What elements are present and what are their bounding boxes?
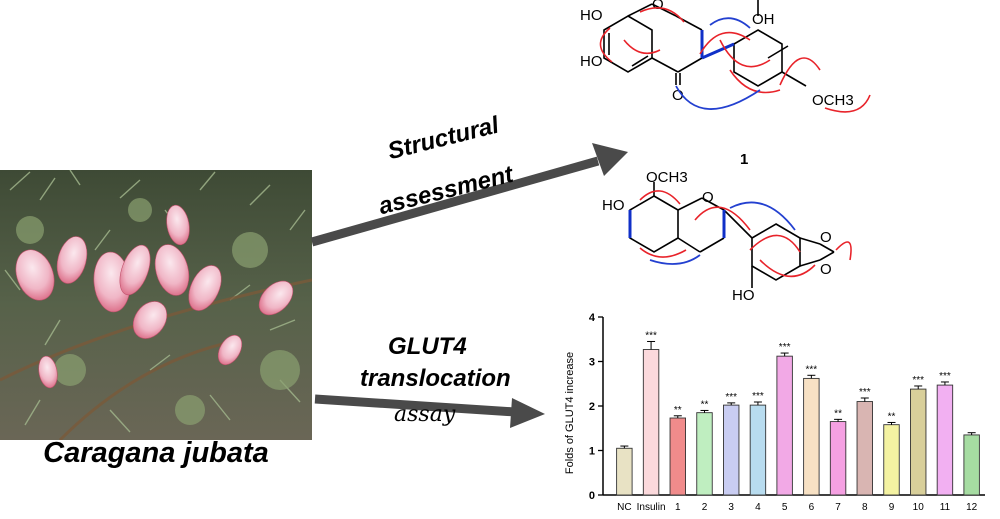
c1-ring-o: O [652,0,664,13]
c2-dioxole-o-bottom: O [820,261,832,278]
x-tick-label: 8 [862,502,868,513]
c1-ho-top: HO [580,7,603,24]
bar [883,424,900,496]
c2-ho-left: HO [602,197,625,214]
x-tick-label: Insulin [637,502,666,513]
significance-label: *** [645,330,657,341]
c1-methoxy: OCH3 [812,92,854,109]
y-tick-label: 3 [589,357,595,369]
x-tick-label: 9 [889,502,895,513]
c1-compound-number: 1 [740,151,748,168]
significance-label: ** [834,408,842,419]
bar [696,412,713,496]
bar [723,404,740,496]
label-glut4: GLUT4 [388,333,467,360]
x-tick-label: 6 [809,502,815,513]
species-label: Caragana jubata [43,437,269,469]
x-tick-label: 3 [728,502,734,513]
bar [803,377,820,496]
bar [669,417,686,496]
significance-label: *** [806,364,818,375]
bar [776,355,793,496]
bar [829,421,847,496]
c1-ho-bottom: HO [580,53,603,70]
y-axis-label: Folds of GLUT4 increase [564,352,576,474]
significance-label: ** [674,405,682,416]
x-tick-label: 1 [675,502,681,513]
y-tick-label: 2 [589,401,595,413]
y-tick-label: 4 [589,312,596,324]
x-tick-label: 10 [913,502,925,513]
x-tick-label: 12 [966,502,978,513]
y-tick-label: 1 [589,446,595,458]
bar [616,447,633,496]
bar [910,388,927,496]
label-translocation: translocation [360,365,511,392]
significance-label: ** [888,411,896,422]
significance-label: *** [912,375,924,386]
x-tick-label: 11 [940,502,951,513]
bar [749,404,767,496]
c2-ring-o: O [702,189,714,206]
c2-ho-bottom: HO [732,287,755,304]
significance-label: *** [939,371,951,382]
bar [963,434,980,496]
c2-dioxole-o-top: O [820,229,832,246]
arrow-to-structures [310,143,628,247]
c1-oh: OH [752,11,775,28]
bar [642,349,660,496]
significance-label: *** [779,342,791,353]
x-tick-label: 7 [835,502,841,513]
significance-label: ** [701,399,709,410]
label-assay: assay [394,402,456,427]
compound-1-structure: HO HO O O OH OCH3 1 [580,0,871,168]
bar [856,401,873,496]
significance-label: *** [752,391,764,402]
c1-carbonyl-o: O [672,87,684,104]
x-tick-label: 4 [755,502,761,513]
significance-label: *** [859,387,871,398]
caragana-jubata-photo [0,170,312,440]
arrow-to-assay [314,394,545,428]
bar [936,384,954,496]
y-tick-label: 0 [589,490,595,502]
chart-marks: 01234NC***Insulin**1**2***3***4***5***6*… [589,312,985,513]
compound-2-structure: OCH3 HO O HO O O [602,169,852,304]
x-tick-label: NC [617,502,631,513]
x-tick-label: 2 [702,502,708,513]
glut4-bar-chart: 01234NC***Insulin**1**2***3***4***5***6*… [564,312,985,513]
x-tick-label: 5 [782,502,788,513]
c2-methoxy: OCH3 [646,169,688,186]
significance-label: *** [725,392,737,403]
